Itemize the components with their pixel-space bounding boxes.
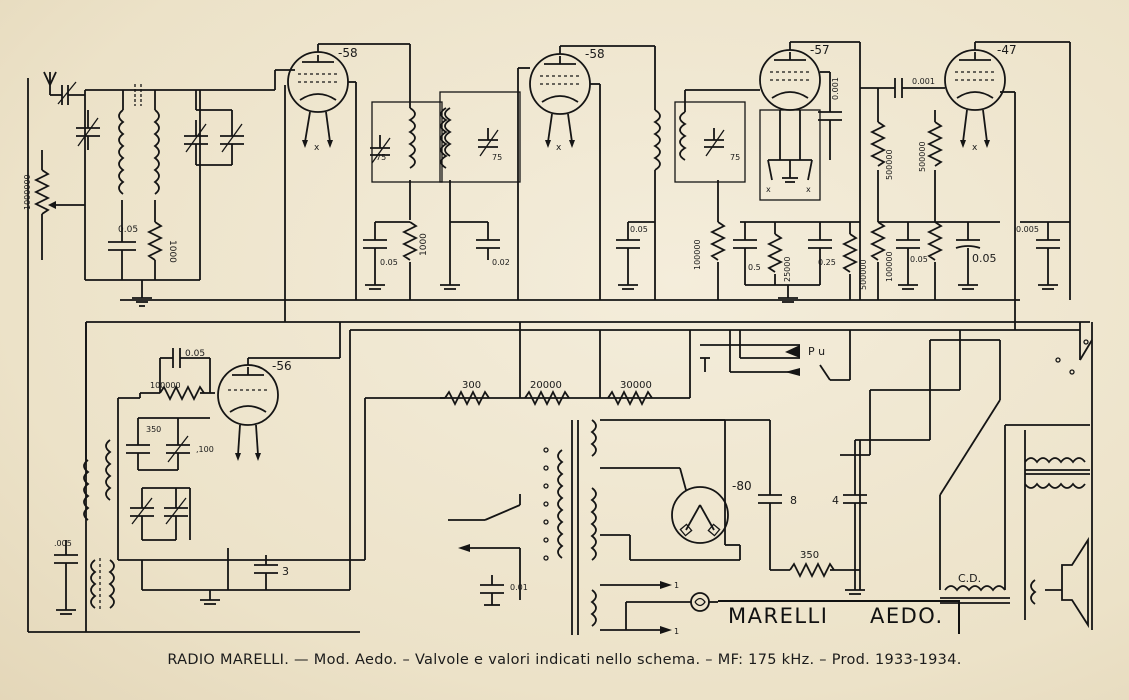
svg-text:100000: 100000 (150, 381, 181, 390)
svg-text:1000000: 1000000 (23, 174, 32, 210)
tube-label: -47 (997, 43, 1017, 57)
svg-text:x: x (556, 143, 562, 153)
if-transformer-3: 75 100000 (674, 89, 760, 300)
tube-label: -58 (585, 47, 605, 61)
detector-network: 0.5 25000 0.25 500000 (733, 221, 868, 303)
svg-text:350: 350 (800, 550, 819, 561)
svg-text:0.05: 0.05 (380, 258, 398, 267)
svg-text:,100: ,100 (196, 445, 214, 454)
speaker-section: C.D. (939, 340, 1090, 629)
svg-text:30000: 30000 (620, 380, 652, 391)
tube-label: -80 (732, 479, 752, 493)
rectifier-80: -80 8 350 4 (600, 330, 1000, 595)
tube-58-if: x -58 0.05 (518, 45, 661, 300)
svg-text:8: 8 (790, 494, 797, 507)
brand-left: MARELLI (728, 604, 829, 628)
if-transformer-1: 75 1000 0.05 (363, 101, 448, 300)
svg-text:1000: 1000 (167, 240, 177, 263)
svg-text:0.001: 0.001 (831, 77, 840, 100)
svg-text:C.D.: C.D. (958, 572, 981, 585)
output-stage: 0.001 500000 100000 500000 0.05 0.05 (860, 41, 1071, 330)
svg-text:0.05: 0.05 (185, 349, 205, 359)
svg-text:1: 1 (674, 581, 679, 590)
circuit-diagram: 0.05 1000 1000000 (23, 41, 1093, 636)
antenna-potentiometer: 1000000 (23, 150, 85, 260)
svg-text:0.25: 0.25 (818, 258, 836, 267)
brand-right: AEDO. (870, 604, 944, 628)
svg-text:100000: 100000 (885, 251, 894, 282)
tube-label: -56 (272, 359, 292, 373)
caption: RADIO MARELLI. — Mod. Aedo. – Valvole e … (167, 652, 962, 668)
svg-text:75: 75 (492, 153, 502, 162)
svg-text:P u: P u (808, 345, 825, 358)
svg-text:1000: 1000 (419, 233, 429, 256)
brand-plate: MARELLI AEDO. (718, 600, 960, 634)
svg-text:75: 75 (376, 153, 386, 162)
antenna-coil-section: 0.05 1000 (76, 69, 295, 307)
svg-text:0.005: 0.005 (1016, 225, 1039, 234)
svg-text:3: 3 (282, 565, 289, 578)
svg-text:350: 350 (146, 425, 161, 434)
svg-text:20000: 20000 (530, 380, 562, 391)
svg-text:500000: 500000 (859, 259, 868, 290)
svg-text:500000: 500000 (918, 141, 927, 172)
svg-text:4: 4 (832, 494, 839, 507)
svg-text:0.01: 0.01 (510, 583, 528, 592)
if-transformer-2: 75 0.02 (439, 68, 521, 300)
pilot-lamp: 1 1 (600, 581, 718, 636)
svg-text:0.5: 0.5 (748, 263, 761, 272)
svg-text:0.05: 0.05 (118, 225, 138, 235)
svg-text:0.05: 0.05 (910, 255, 928, 264)
tube-label: -57 (810, 43, 830, 57)
svg-text:0.05: 0.05 (972, 252, 997, 265)
svg-text:75: 75 (730, 153, 740, 162)
svg-text:x: x (766, 185, 771, 194)
voltage-divider: 300 20000 30000 (440, 322, 653, 407)
svg-text:x: x (972, 143, 978, 153)
svg-text:500000: 500000 (885, 149, 894, 180)
band-switch (1055, 322, 1093, 630)
tube-58-rf: x -58 (284, 43, 411, 322)
svg-text:300: 300 (462, 380, 481, 391)
svg-text:100000: 100000 (693, 239, 702, 270)
brand-frame (718, 600, 960, 634)
svg-text:1: 1 (674, 627, 679, 636)
svg-text:0.001: 0.001 (912, 77, 935, 86)
pickup-jack: P u (700, 330, 851, 381)
svg-text:0.05: 0.05 (630, 225, 648, 234)
svg-text:0.02: 0.02 (492, 258, 510, 267)
tube-57-detector: -57 0.001 x x (759, 41, 861, 300)
svg-text:25000: 25000 (783, 257, 792, 282)
svg-text:x: x (314, 143, 320, 153)
svg-text:x: x (806, 185, 811, 194)
antenna (43, 71, 85, 105)
power-transformer: 0.01 (448, 419, 597, 635)
svg-text:.005: .005 (54, 539, 72, 548)
oscillator-section: 0.05 100000 -56 350 ,100 (54, 322, 365, 615)
tube-label: -58 (338, 46, 358, 60)
